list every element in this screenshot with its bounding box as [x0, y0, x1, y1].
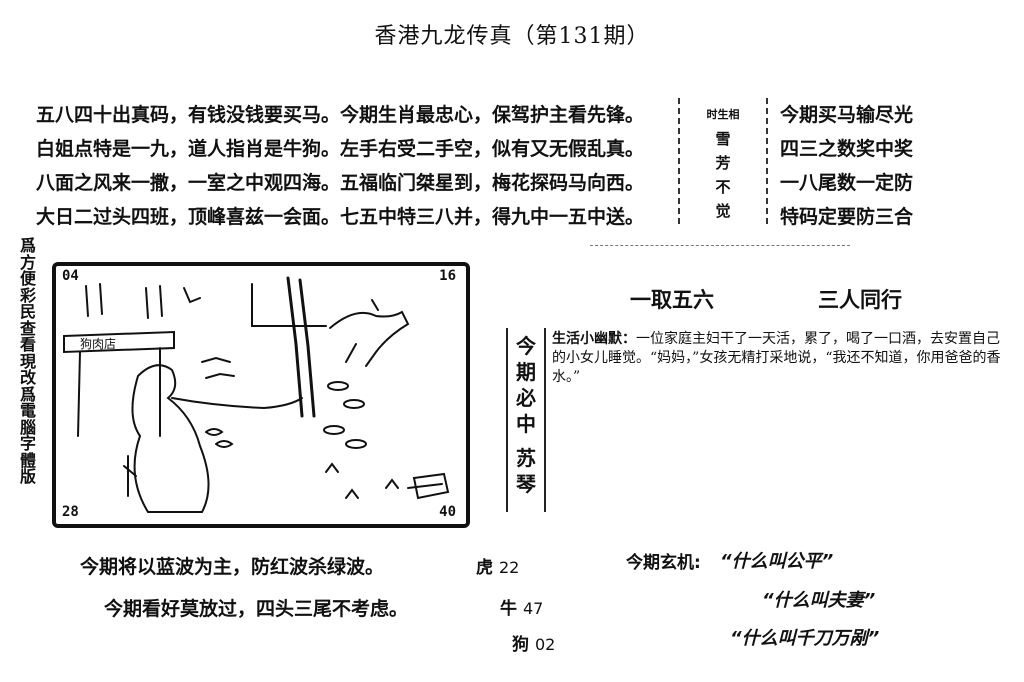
- vertical-hint-char: 芳: [715, 154, 731, 172]
- joke-section: 生活小幽默：一位家庭主妇干了一天活，累了，喝了一口酒，去安置自己的小女儿睡觉。“…: [552, 330, 1012, 387]
- joke-body: 一位家庭主妇干了一天活，累了，喝了一口酒，去安置自己的小女儿睡觉。“妈妈，”女孩…: [552, 331, 1001, 385]
- zodiac-number: 22: [499, 558, 520, 577]
- poem-line-2: 白姐点特是一九，道人指肖是牛狗。左手右受二手空，似有又无假乱真。: [36, 138, 645, 160]
- zodiac-animal: 虎: [476, 558, 493, 578]
- mystery-line-3: “什么叫千刀万剐”: [730, 628, 880, 649]
- vertical-pick-char: 中: [516, 412, 536, 436]
- page-title: 香港九龙传真（第131期）: [374, 24, 650, 49]
- side-note: 爲方便彩民查看現改爲電腦字體版: [19, 236, 36, 486]
- zodiac-item: 牛 47: [500, 594, 543, 619]
- vertical-pick-box: 今 期 必 中 苏 琴: [506, 328, 546, 512]
- mystery-label: 今期玄机:: [626, 553, 701, 573]
- mystery-line-2: “什么叫夫妻”: [762, 590, 876, 611]
- vertical-hint-char: 雪: [715, 130, 731, 148]
- vertical-pick-char: 期: [516, 360, 536, 384]
- corner-number: 04: [62, 268, 79, 284]
- vertical-hint-char: 时生相: [706, 108, 740, 121]
- divider: [590, 245, 850, 246]
- right-line-1: 今期买马输尽光: [780, 104, 914, 126]
- shop-sign-text: 狗肉店: [80, 337, 116, 351]
- zodiac-animal: 牛: [500, 599, 517, 619]
- vertical-hint-char: 觉: [715, 202, 731, 220]
- vertical-pick-char: 必: [516, 386, 536, 410]
- poem-line-4: 大日二过头四班，顶峰喜兹一会面。七五中特三八并，得九中一五中送。: [36, 206, 645, 228]
- poem-line-1: 五八四十出真码，有钱没钱要买马。今期生肖最忠心，保驾护主看先锋。: [36, 104, 645, 126]
- vertical-pick-char: 琴: [516, 472, 536, 496]
- zodiac-number: 02: [535, 635, 556, 654]
- zodiac-item: 虎 22: [476, 553, 519, 578]
- mystery-line-1: “什么叫公平”: [720, 551, 834, 572]
- right-line-4: 特码定要防三合: [780, 206, 914, 228]
- illustration-drawing: 狗肉店: [63, 276, 450, 513]
- vertical-hint-char: 不: [715, 178, 731, 196]
- vertical-pick-char: 苏: [516, 446, 536, 470]
- bottom-line-2: 今期看好莫放过，四头三尾不考虑。: [104, 598, 409, 620]
- corner-number: 40: [439, 504, 456, 520]
- poem-line-3: 八面之风来一撒，一室之中观四海。五福临门桀星到，梅花探码马向西。: [36, 172, 645, 194]
- zodiac-item: 狗 02: [512, 630, 555, 655]
- vertical-hint-box: 时生相 雪 芳 不 觉: [678, 98, 768, 224]
- pick-left: 一取五六: [630, 287, 714, 312]
- joke-label: 生活小幽默：: [552, 331, 636, 347]
- pick-right: 三人同行: [818, 287, 902, 312]
- right-line-3: 一八尾数一定防: [780, 172, 914, 194]
- illustration-panel: 狗肉店 04 16 28 40: [52, 262, 470, 528]
- bottom-line-1: 今期将以蓝波为主，防红波杀绿波。: [80, 556, 385, 578]
- corner-number: 28: [62, 504, 79, 520]
- vertical-pick-char: 今: [516, 334, 536, 358]
- right-line-2: 四三之数奖中奖: [780, 138, 914, 160]
- zodiac-animal: 狗: [512, 635, 529, 655]
- zodiac-number: 47: [523, 599, 544, 618]
- corner-number: 16: [439, 268, 456, 284]
